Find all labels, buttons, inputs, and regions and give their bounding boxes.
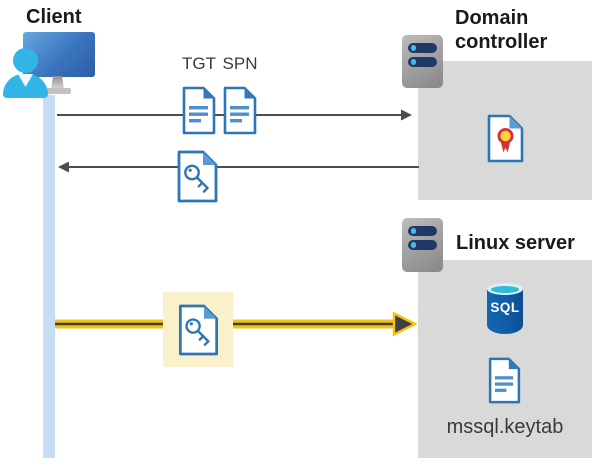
key-document-icon: [177, 150, 218, 203]
certificate-document-icon: [487, 114, 524, 163]
monitor-stand: [51, 76, 64, 89]
sql-label: SQL: [490, 300, 520, 315]
dc-server-icon: [402, 35, 443, 88]
linux-server-title: Linux server: [456, 232, 575, 254]
tgt-label: TGT: [182, 54, 216, 73]
spn-label: SPN: [222, 54, 258, 73]
spn-document-icon: [223, 86, 257, 135]
keytab-document-icon: [488, 357, 521, 404]
keytab-label: mssql.keytab: [446, 416, 564, 438]
monitor-stand-base: [44, 88, 71, 94]
response-arrow: [58, 161, 419, 173]
client-lifeline: [43, 95, 55, 458]
linux-server-icon: [402, 218, 443, 272]
client-title: Client: [26, 6, 82, 28]
domain-controller-title: Domain controller: [455, 7, 548, 53]
session-arrow: [55, 311, 417, 337]
tgt-document-icon: [182, 86, 216, 135]
sql-database-icon: SQL: [487, 283, 523, 334]
session-key-document-icon: [178, 304, 219, 356]
client-computer-icon: [0, 0, 100, 100]
user-icon: [13, 48, 38, 73]
